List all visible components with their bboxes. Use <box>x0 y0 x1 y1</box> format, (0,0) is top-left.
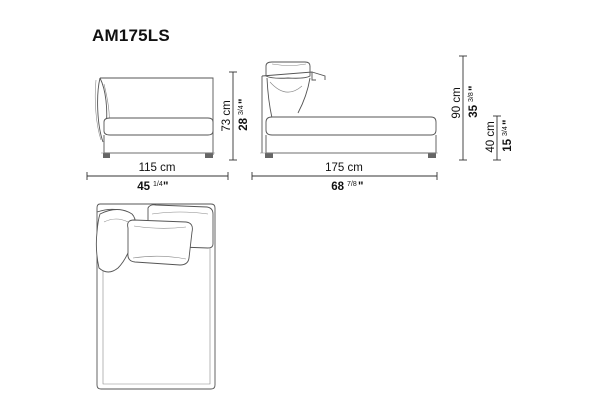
seat-height-inch-frac: 3/4 <box>502 126 509 136</box>
front-width-inch-mark: " <box>163 181 168 193</box>
front-height-cm: 73 cm <box>221 100 233 131</box>
side-height-dimension: 90 cm 35 3/8 " <box>451 55 480 161</box>
side-height-inch-frac: 3/8 <box>468 92 475 102</box>
seat-height-cm: 40 cm <box>485 121 497 152</box>
front-height-inch-frac: 3/4 <box>238 105 245 115</box>
front-width-inch-whole: 45 <box>137 181 150 193</box>
side-height-cm: 90 cm <box>451 87 463 118</box>
side-height-inch-whole: 35 <box>468 104 480 117</box>
side-length-inch-whole: 68 <box>331 181 344 193</box>
side-view-drawing <box>260 61 438 158</box>
front-width-cm: 115 cm <box>139 162 176 174</box>
side-length-inch-frac: 7/8 <box>347 181 357 188</box>
top-view-drawing <box>95 203 216 390</box>
seat-height-inch-whole: 15 <box>502 138 514 151</box>
front-width-inch-frac: 1/4 <box>153 181 163 188</box>
seat-height-dimension: 40 cm 15 3/4 " <box>485 115 514 161</box>
front-height-inch-whole: 28 <box>238 117 250 130</box>
side-length-dimension: 175 cm 68 7/8 " <box>251 162 438 193</box>
front-view-drawing <box>94 77 215 158</box>
side-length-cm: 175 cm <box>325 162 363 174</box>
model-code: AM175LS <box>92 26 170 45</box>
front-height-dimension: 73 cm 28 3/4 " <box>221 71 250 161</box>
side-length-inch-mark: " <box>358 181 363 193</box>
front-height-inch-mark: " <box>238 99 250 104</box>
side-height-inch-mark: " <box>468 86 480 91</box>
seat-height-inch-mark: " <box>502 120 514 125</box>
front-width-dimension: 115 cm 45 1/4 " <box>86 162 229 193</box>
